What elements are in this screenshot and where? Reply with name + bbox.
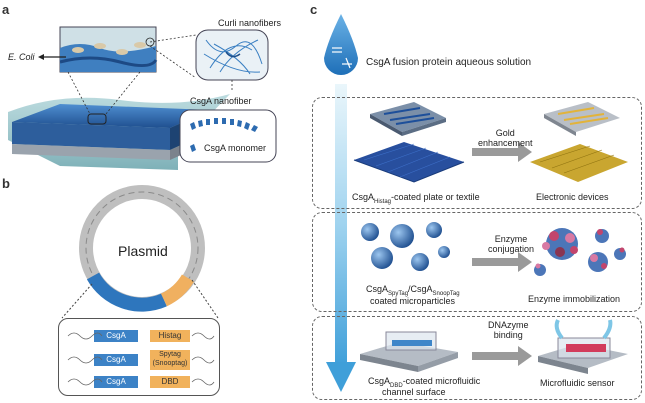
label-dnazyme-binding: DNAzyme binding [488, 320, 529, 340]
label-histag-plate: CsgAHistag-coated plate or textile [352, 192, 480, 205]
row-electronic-box [312, 97, 642, 209]
csga-monomer-label: CsgA monomer [204, 143, 267, 153]
curli-nanofiber-box [195, 29, 269, 90]
curli-nanofibers-label: Curli nanofibers [218, 18, 282, 28]
gene-linker-lines [67, 332, 215, 386]
label-spytag-particles: CsgASpyTag/CsgASnoopTag [366, 284, 460, 297]
gene-constructs-box [58, 318, 220, 396]
arrow-gold-enhancement [472, 142, 532, 162]
ecoli-arrow [38, 54, 66, 60]
row-enzyme-illustration [361, 222, 626, 276]
panel-label-c: c [310, 2, 318, 17]
csga-nanofiber-label: CsgA nanofiber [190, 96, 252, 106]
label-coated-microparticles: coated microparticles [370, 296, 456, 306]
gene-histag: Histag [150, 330, 190, 342]
panel-label-b: b [2, 176, 10, 191]
label-gold-enhancement: Gold enhancement [478, 128, 533, 148]
label-dbd-surface: CsgADBD-coated microfluidic [368, 376, 481, 389]
gene-csga-spytag: CsgA [94, 354, 138, 366]
row-microfluidic-illustration [360, 319, 628, 374]
solution-label: CsgA fusion protein aqueous solution [366, 57, 532, 68]
gene-csga-dbd: CsgA [94, 376, 138, 388]
label-channel-surface: channel surface [382, 387, 446, 397]
row-enzyme-box [312, 212, 642, 312]
panel-a-illustration [8, 26, 277, 170]
gene-dbd: DBD [150, 376, 190, 388]
gene-csga-histag: CsgA [94, 330, 138, 342]
label-electronic-devices: Electronic devices [536, 192, 609, 202]
row-electronic-illustration [353, 102, 628, 183]
panel-label-a: a [2, 2, 10, 17]
process-arrow [324, 14, 358, 392]
arrow-enzyme-conjugation [472, 252, 532, 272]
plasmid-label: Plasmid [118, 243, 168, 259]
droplet-icon [324, 14, 358, 75]
arrow-dnazyme-binding [472, 346, 532, 366]
csga-fiber-box [179, 109, 277, 163]
label-microfluidic-sensor: Microfluidic sensor [540, 378, 615, 388]
plasmid-ring [61, 185, 219, 319]
label-enzyme-immobilization: Enzyme immobilization [528, 294, 621, 304]
ecoli-label: E. Coli [8, 52, 35, 62]
row-microfluidic-box [312, 316, 642, 400]
gene-spytag: Spytag (Snooptag) [150, 350, 190, 370]
ecoli-inset [59, 26, 197, 115]
label-enzyme-conjugation: Enzyme conjugation [488, 234, 535, 254]
